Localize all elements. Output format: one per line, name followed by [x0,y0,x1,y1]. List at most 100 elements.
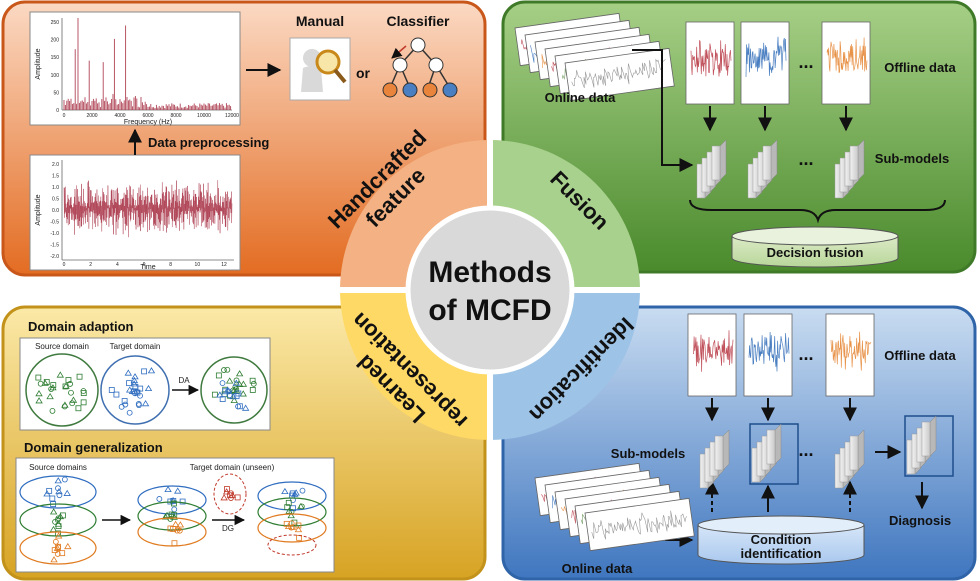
time-ytick-label: -2.0 [50,254,59,260]
triangle-sample [124,369,132,376]
submodel-layer-side [770,139,778,181]
fusion-offline-ellipsis: ... [798,52,813,72]
domain-generalization-title: Domain generalization [24,440,163,455]
offline-plot-trace [693,330,734,372]
square-sample [75,405,82,412]
decision-fusion-label: Decision fusion [767,245,864,260]
time-xtick-label: 6 [143,262,146,268]
square-sample [49,495,56,502]
circle-sample [52,538,59,545]
time-yticks: -2.0-1.5-1.0-0.50.00.51.01.52.0 [50,162,59,260]
spectrum-ytick-label: 150 [51,55,60,61]
triangle-sample [239,380,248,387]
triangle-sample [46,392,54,400]
square-sample [134,389,141,396]
circle-sample [221,367,227,373]
triangle-sample [220,494,228,501]
offline-plot-trace [745,36,787,77]
circle-sample [224,366,231,373]
spectrum-xlabel: Frequency (Hz) [124,119,172,126]
triangle-sample [50,556,58,563]
square-sample [113,391,120,398]
square-sample [76,373,83,380]
or-label: or [356,65,371,81]
triangle-sample [54,477,62,484]
time-xtick-label: 12 [221,262,227,268]
triangle-sample [235,370,244,377]
square-sample [290,505,296,512]
triangle-sample [297,502,305,509]
circle-sample [54,551,61,557]
time-xtick-label: 4 [116,262,119,268]
circle-sample [55,485,61,492]
triangle-sample [287,512,295,519]
triangle-sample [43,490,51,497]
identification-arrows [665,398,929,547]
condition-line1: Condition [751,532,812,547]
online-signal-trace [571,58,666,89]
circle-sample [219,380,226,387]
square-sample [141,368,148,375]
square-sample [126,380,132,387]
triangle-sample [229,393,238,400]
domain-adaption-title: Domain adaption [28,319,134,334]
triangle-sample [241,404,250,411]
triangle-sample [239,390,247,397]
circle-sample [48,386,55,392]
triangle-sample [61,401,69,408]
submodel-highlight [749,423,799,485]
time-signal [63,180,233,238]
da-arrow-label: DA [178,376,190,385]
square-sample [233,393,240,400]
square-sample [222,388,229,395]
triangle-sample [69,396,78,403]
circle-sample [167,516,174,522]
square-sample [234,494,241,501]
spectrum-xtick-label: 6000 [142,113,153,119]
classifier-label: Classifier [386,13,450,29]
time-ytick-label: 0.0 [52,208,59,214]
triangle-sample [130,380,138,387]
time-xtick-label: 2 [89,262,92,268]
generalized-domain-ellipse [257,513,327,543]
circle-sample [250,380,257,387]
center-circle [405,205,575,375]
submodel-layer [762,145,772,181]
da-target-cluster [100,355,170,425]
time-xtick-label: 10 [195,262,201,268]
fusion-brace [689,199,946,224]
triangle-sample [164,485,172,493]
triangle-sample [62,382,70,389]
square-sample [80,399,87,406]
square-sample [121,398,128,404]
generalized-domain-ellipse [257,481,327,511]
time-ytick-label: -0.5 [50,220,59,226]
time-ytick-label: -1.5 [50,243,59,249]
offline-plot-trace [826,37,868,74]
spectrum-xtick-label: 2000 [86,113,97,119]
submodel-layer [714,435,724,471]
square-sample [249,387,256,393]
square-sample [51,547,58,554]
square-sample [283,520,290,527]
square-sample [108,387,115,393]
id-offline-ellipsis: ... [798,344,813,364]
dg-target-label: Target domain (unseen) [190,463,275,472]
identification-offline-plots [687,313,875,397]
square-sample [285,499,292,506]
fusion-offline-label: Offline data [884,60,956,75]
triangle-sample [288,523,297,530]
time-ytick-label: 0.5 [52,197,59,203]
da-source-cluster [25,353,99,427]
submodel-layer-side [719,139,727,181]
square-sample [35,374,42,381]
triangle-sample [174,487,182,494]
submodel-layer [766,429,776,465]
triangle-sample [144,384,153,392]
circle-sample [126,409,133,416]
square-sample [211,391,218,398]
square-sample [60,512,66,519]
triangle-sample [216,391,224,398]
